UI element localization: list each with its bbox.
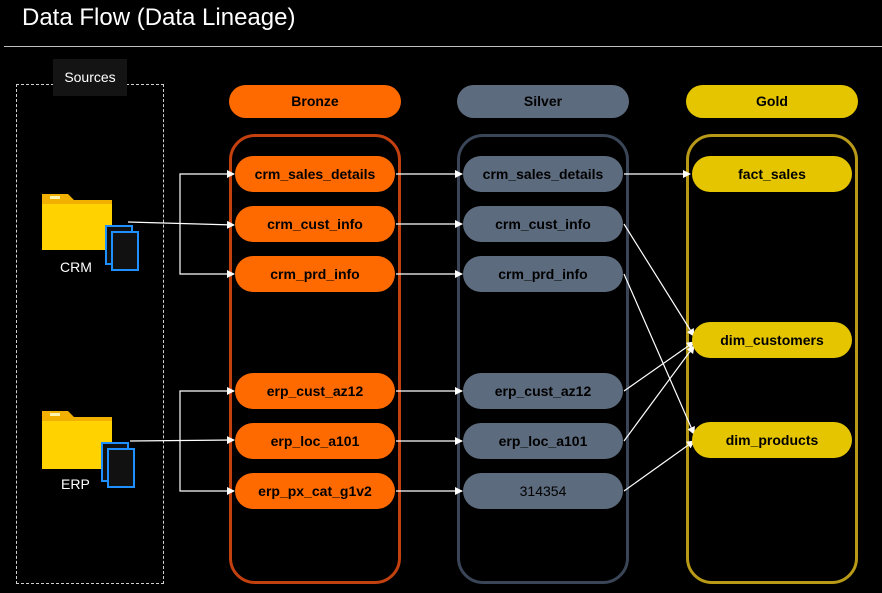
- gold-node-dim-customers: dim_customers: [692, 322, 852, 358]
- bronze-header: Bronze: [229, 85, 401, 118]
- page-title: Data Flow (Data Lineage): [22, 4, 296, 31]
- gold-layer: [686, 134, 858, 584]
- bronze-layer: [229, 134, 401, 584]
- sources-label: Sources: [53, 59, 127, 96]
- silver-node-crm-cust-info: crm_cust_info: [463, 206, 623, 242]
- bronze-node-crm-prd-info: crm_prd_info: [235, 256, 395, 292]
- silver-node-crm-prd-info: crm_prd_info: [463, 256, 623, 292]
- silver-node-crm-sales-details: crm_sales_details: [463, 156, 623, 192]
- gold-header: Gold: [686, 85, 858, 118]
- silver-node-erp-cust-az12: erp_cust_az12: [463, 373, 623, 409]
- bronze-node-erp-cust-az12: erp_cust_az12: [235, 373, 395, 409]
- gold-node-dim-products: dim_products: [692, 422, 852, 458]
- source-erp-label: ERP: [61, 476, 90, 492]
- bronze-node-crm-cust-info: crm_cust_info: [235, 206, 395, 242]
- silver-layer: [457, 134, 629, 584]
- silver-node-erp-loc-a101: erp_loc_a101: [463, 423, 623, 459]
- erp-folder-icon: [42, 411, 135, 488]
- crm-folder-icon: [42, 194, 139, 271]
- bronze-node-erp-loc-a101: erp_loc_a101: [235, 423, 395, 459]
- bronze-node-crm-sales-details: crm_sales_details: [235, 156, 395, 192]
- title-divider: [4, 46, 882, 47]
- silver-header: Silver: [457, 85, 629, 118]
- source-crm-label: CRM: [60, 259, 92, 275]
- silver-node-px-cat: 314354: [463, 473, 623, 509]
- bronze-node-erp-px-cat-g1v2: erp_px_cat_g1v2: [235, 473, 395, 509]
- gold-node-fact-sales: fact_sales: [692, 156, 852, 192]
